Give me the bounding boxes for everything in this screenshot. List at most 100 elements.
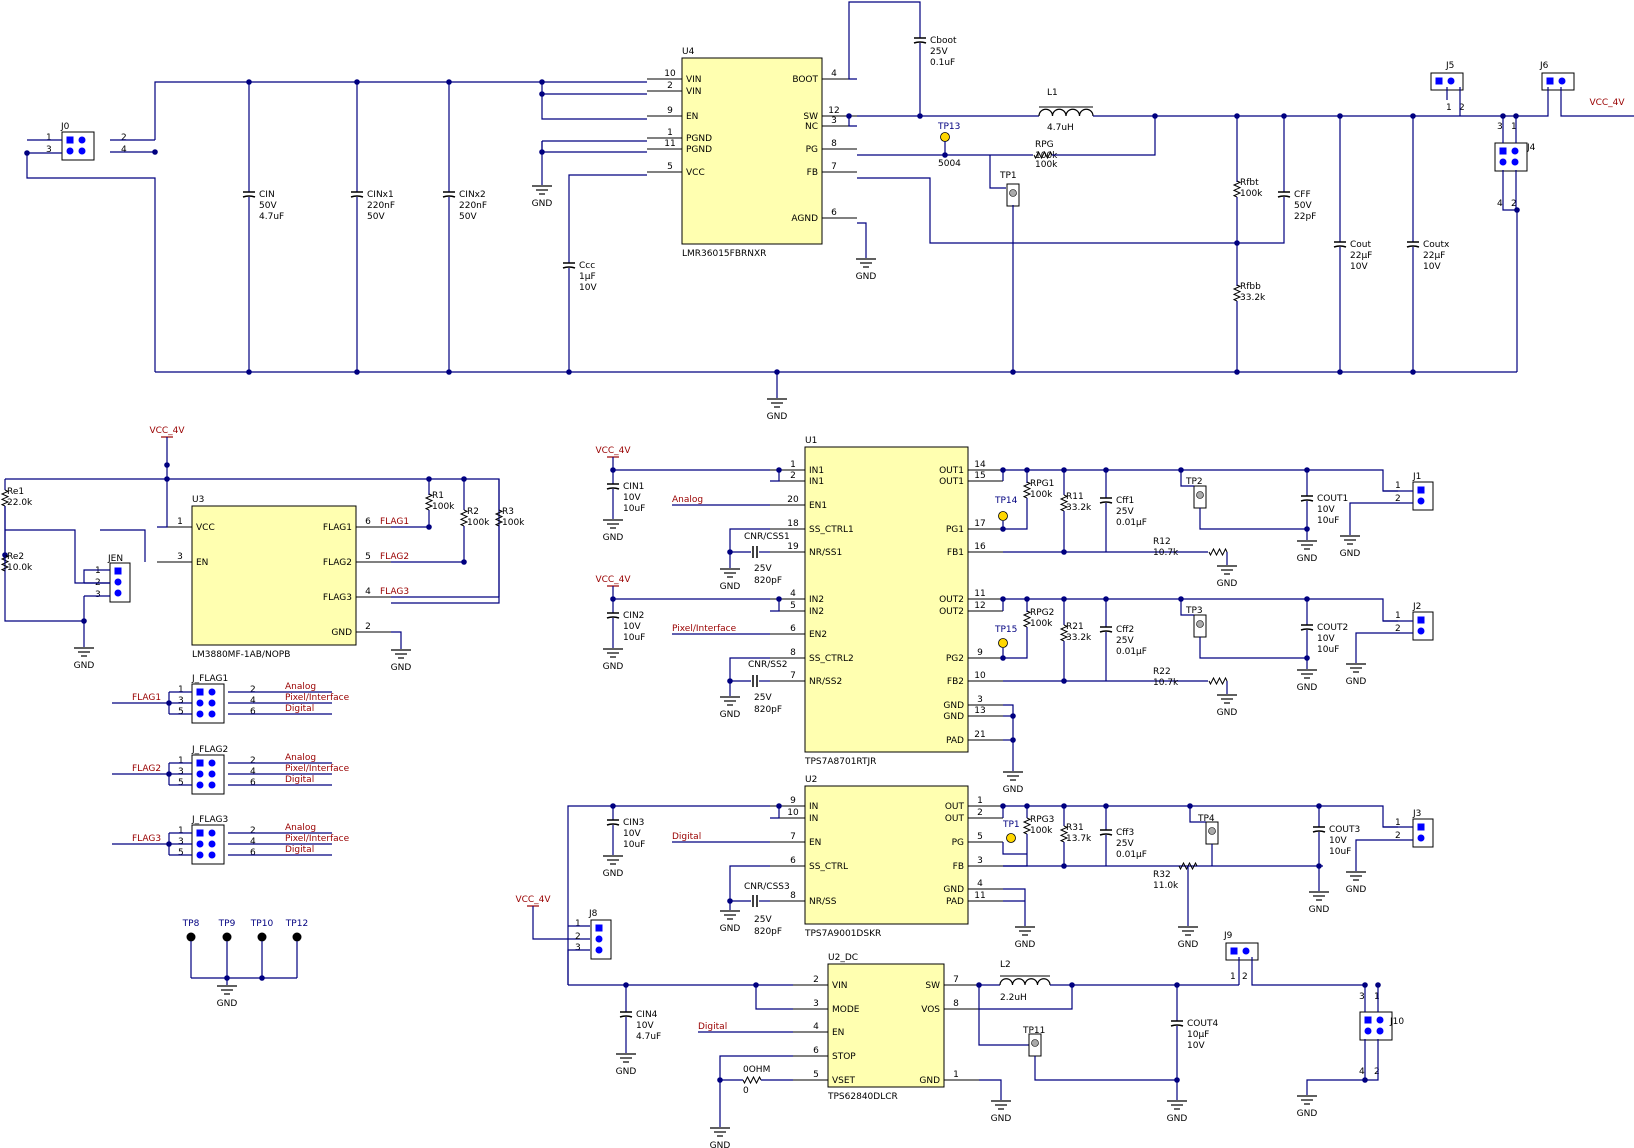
cap-label: 25V xyxy=(930,47,948,57)
u2dc-body xyxy=(827,963,945,1088)
res-label: R12 xyxy=(1153,537,1171,547)
pin-number: 2 xyxy=(365,622,371,632)
pin-round xyxy=(1376,1027,1384,1035)
cap-plate xyxy=(350,195,364,198)
wire xyxy=(26,153,156,372)
junction-dot xyxy=(1304,526,1310,532)
gnd-label: GND xyxy=(767,412,788,422)
cap-label: 0.01µF xyxy=(1116,518,1147,528)
pin-name: VIN xyxy=(832,981,848,991)
u4-part: LMR36015FBRNXR xyxy=(682,249,766,259)
junction-dot xyxy=(727,549,733,555)
pin-number: 1 xyxy=(790,460,796,470)
vcc-label: VCC_4V xyxy=(595,446,631,456)
pin-round xyxy=(196,851,204,859)
u3-ref: U3 xyxy=(192,495,204,505)
pin-square xyxy=(595,924,603,932)
header-ref: J8 xyxy=(588,909,598,919)
wire xyxy=(857,177,1237,244)
pin-round xyxy=(208,699,216,707)
wire xyxy=(1034,1056,1177,1081)
u4-ref: U4 xyxy=(682,47,695,57)
j10-pin3: 3 xyxy=(1359,992,1365,1002)
gnd-label: GND xyxy=(603,533,624,543)
pin-name: PG xyxy=(806,145,818,155)
testpoint-label: TP11 xyxy=(1022,1026,1045,1036)
res-label: RPG xyxy=(1035,140,1054,150)
jf-pin: 5 xyxy=(178,848,184,858)
res-label: 10.0k xyxy=(7,563,33,573)
j4-pin3: 3 xyxy=(1497,122,1503,132)
u2dc-ref: U2_DC xyxy=(828,953,858,963)
vcc-label: VCC_4V xyxy=(1589,98,1625,108)
pin-number: 5 xyxy=(365,552,371,562)
pin-name: GND xyxy=(943,701,964,711)
cap-label: 10µF xyxy=(1187,1030,1209,1040)
pin-square xyxy=(66,136,74,144)
pin-number: 6 xyxy=(365,517,371,527)
testpoint-label: TP1 xyxy=(1002,820,1020,830)
res-label: R2 xyxy=(467,507,479,517)
pin-round xyxy=(196,781,204,789)
junction-dot xyxy=(727,678,733,684)
pin-name: NR/SS xyxy=(809,897,837,907)
pin-name: SS_CTRL2 xyxy=(809,654,854,664)
cap-label: 10V xyxy=(623,829,641,839)
jen-pin1: 1 xyxy=(95,566,101,576)
pin-round xyxy=(208,759,216,767)
wire xyxy=(1180,470,1194,487)
wire xyxy=(1251,957,1365,986)
pin-name: FB xyxy=(807,168,818,178)
en2-net: Pixel/Interface xyxy=(672,624,737,634)
res-label: R1 xyxy=(432,491,444,501)
gnd-label: GND xyxy=(1297,554,1318,564)
pin-round xyxy=(1364,1027,1372,1035)
cnr3-ref: CNR/CSS3 xyxy=(744,882,790,892)
j4-pin2: 2 xyxy=(1511,199,1517,209)
pin-name: EN xyxy=(809,838,821,848)
gnd-label: GND xyxy=(1003,785,1024,795)
wire xyxy=(1052,116,1156,156)
pin-round xyxy=(114,578,122,586)
wire xyxy=(1560,87,1634,117)
en3-net: Digital xyxy=(672,832,701,842)
j8-pin2: 2 xyxy=(575,932,581,942)
wire xyxy=(1180,599,1194,616)
cap-plate xyxy=(242,195,256,198)
cap-plate xyxy=(606,823,620,826)
pin-number: 20 xyxy=(787,495,799,505)
pin-round xyxy=(1417,834,1425,842)
pin-name: NC xyxy=(805,122,818,132)
cap-label: 10V xyxy=(1350,262,1368,272)
cap-label: COUT3 xyxy=(1329,825,1360,835)
wire xyxy=(567,805,770,985)
gnd-label: GND xyxy=(1346,885,1367,895)
pin-name: OUT1 xyxy=(939,477,964,487)
pin-number: 1 xyxy=(953,1070,959,1080)
header-ref: JEN xyxy=(107,554,123,564)
cap-plate xyxy=(913,41,927,44)
pin-number: 1 xyxy=(667,128,673,138)
wire xyxy=(978,985,1029,1046)
pin-name: GND xyxy=(331,628,352,638)
junction-dot xyxy=(166,700,172,706)
wire xyxy=(1003,704,1014,771)
header-ref: J10 xyxy=(1389,1017,1404,1027)
jf-pin: 6 xyxy=(250,778,256,788)
cap-label: Ccc xyxy=(579,261,595,271)
pin-number: 11 xyxy=(974,589,985,599)
res-label: 100k xyxy=(1240,189,1263,199)
header-ref: J0 xyxy=(60,122,70,132)
pin-number: 15 xyxy=(974,471,985,481)
cap-label: 10uF xyxy=(1329,847,1351,857)
wire xyxy=(1237,197,1285,244)
jflag-out-net: Analog xyxy=(285,823,316,833)
pin-number: 3 xyxy=(831,116,837,126)
cap-label: COUT1 xyxy=(1317,494,1348,504)
pin-round xyxy=(196,699,204,707)
gnd-label: GND xyxy=(1309,905,1330,915)
cnr1-ref: CNR/CSS1 xyxy=(744,532,790,542)
r0-ref: 0OHM xyxy=(743,1065,770,1075)
junction-dot xyxy=(1362,982,1368,988)
vcc-label: VCC_4V xyxy=(149,426,185,436)
